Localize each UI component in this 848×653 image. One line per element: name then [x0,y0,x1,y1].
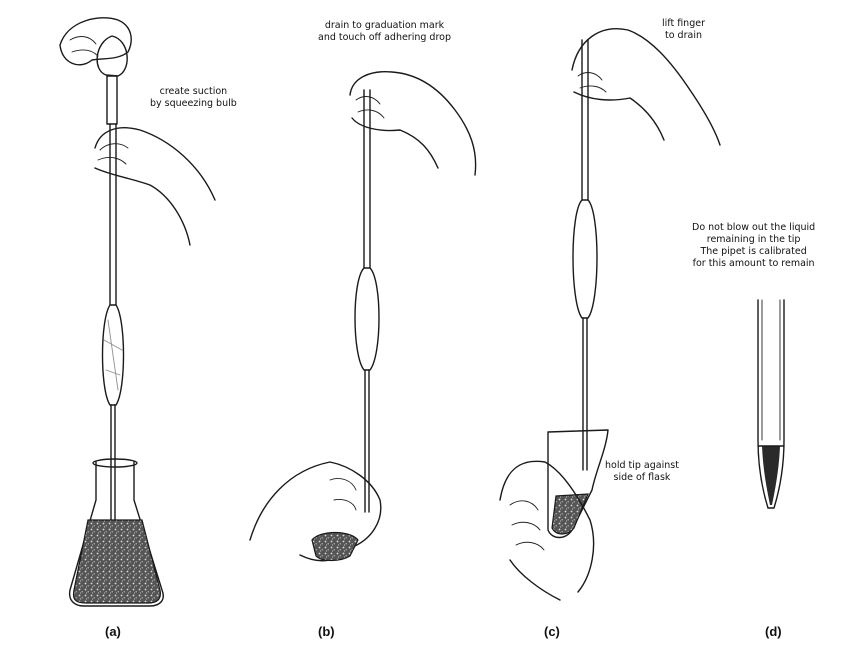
caption-d: (d) [765,624,782,639]
panel-c-drawing [500,29,720,600]
note-d: Do not blow out the liquid remaining in … [692,222,815,270]
pipet-bulb-b [355,268,379,370]
lower-hand [95,128,215,245]
note-a: create suction by squeezing bulb [150,86,237,110]
rubber-bulb [97,36,127,76]
caption-a: (a) [105,624,121,639]
upper-hand-b [350,72,476,175]
note-c-bottom: hold tip against side of flask [605,460,679,484]
beaker-b [312,533,358,561]
upper-hand-c [572,29,720,145]
caption-b: (b) [318,624,335,639]
bulb-neck [107,76,117,124]
pipet-bulb-c [573,200,597,318]
panel-d-drawing [758,300,784,508]
panel-b-drawing [250,72,476,561]
note-c-top: lift finger to drain [662,18,705,42]
lower-hand-c [500,461,594,600]
caption-c: (c) [544,624,560,639]
flask-c-liquid [552,494,588,534]
flask-a-liquid [74,520,161,603]
note-b: drain to graduation mark and touch off a… [318,20,451,44]
